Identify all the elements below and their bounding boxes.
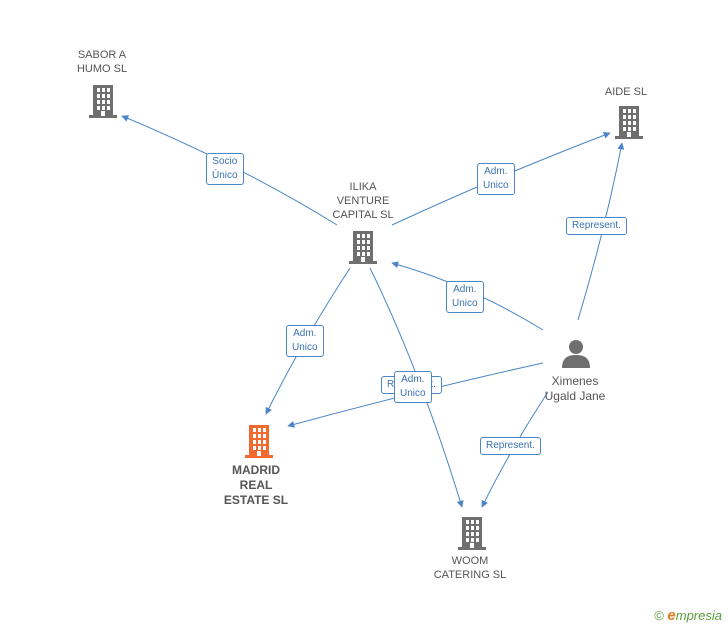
edge-label-ilika-madrid[interactable]: Adm. Unico bbox=[286, 325, 324, 357]
building-icon[interactable] bbox=[348, 230, 378, 269]
node-label-ximenes: Ximenes Ugald Jane bbox=[544, 374, 606, 403]
edge-label-ximenes-ilika[interactable]: Adm. Unico bbox=[446, 281, 484, 313]
person-icon[interactable] bbox=[561, 338, 591, 373]
edge-label-ximenes-aide[interactable]: Represent. bbox=[566, 217, 627, 235]
node-label-aide: AIDE SL bbox=[604, 86, 648, 98]
node-label-madrid: MADRID REAL ESTATE SL bbox=[223, 463, 289, 507]
building-icon[interactable] bbox=[88, 84, 118, 123]
node-label-woom: WOOM CATERING SL bbox=[433, 555, 507, 581]
footer-brand: © empresia bbox=[654, 607, 722, 624]
building-icon[interactable] bbox=[614, 105, 644, 144]
brand-logo-e: e bbox=[667, 607, 676, 624]
edge-label-ilika-sabor[interactable]: Socio Único bbox=[206, 153, 244, 185]
edge-label-ximenes-woom[interactable]: Represent. bbox=[480, 437, 541, 455]
node-label-ilika: ILIKA VENTURE CAPITAL SL bbox=[332, 181, 394, 221]
building-icon-main[interactable] bbox=[244, 424, 274, 463]
building-icon[interactable] bbox=[457, 516, 487, 555]
edge-label-ilika-woom[interactable]: Adm. Unico bbox=[394, 371, 432, 403]
edge-label-ilika-aide[interactable]: Adm. Unico bbox=[477, 163, 515, 195]
node-label-sabor: SABOR A HUMO SL bbox=[76, 49, 128, 75]
copyright-symbol: © bbox=[654, 608, 664, 623]
brand-logo-rest: mpresia bbox=[675, 608, 722, 623]
